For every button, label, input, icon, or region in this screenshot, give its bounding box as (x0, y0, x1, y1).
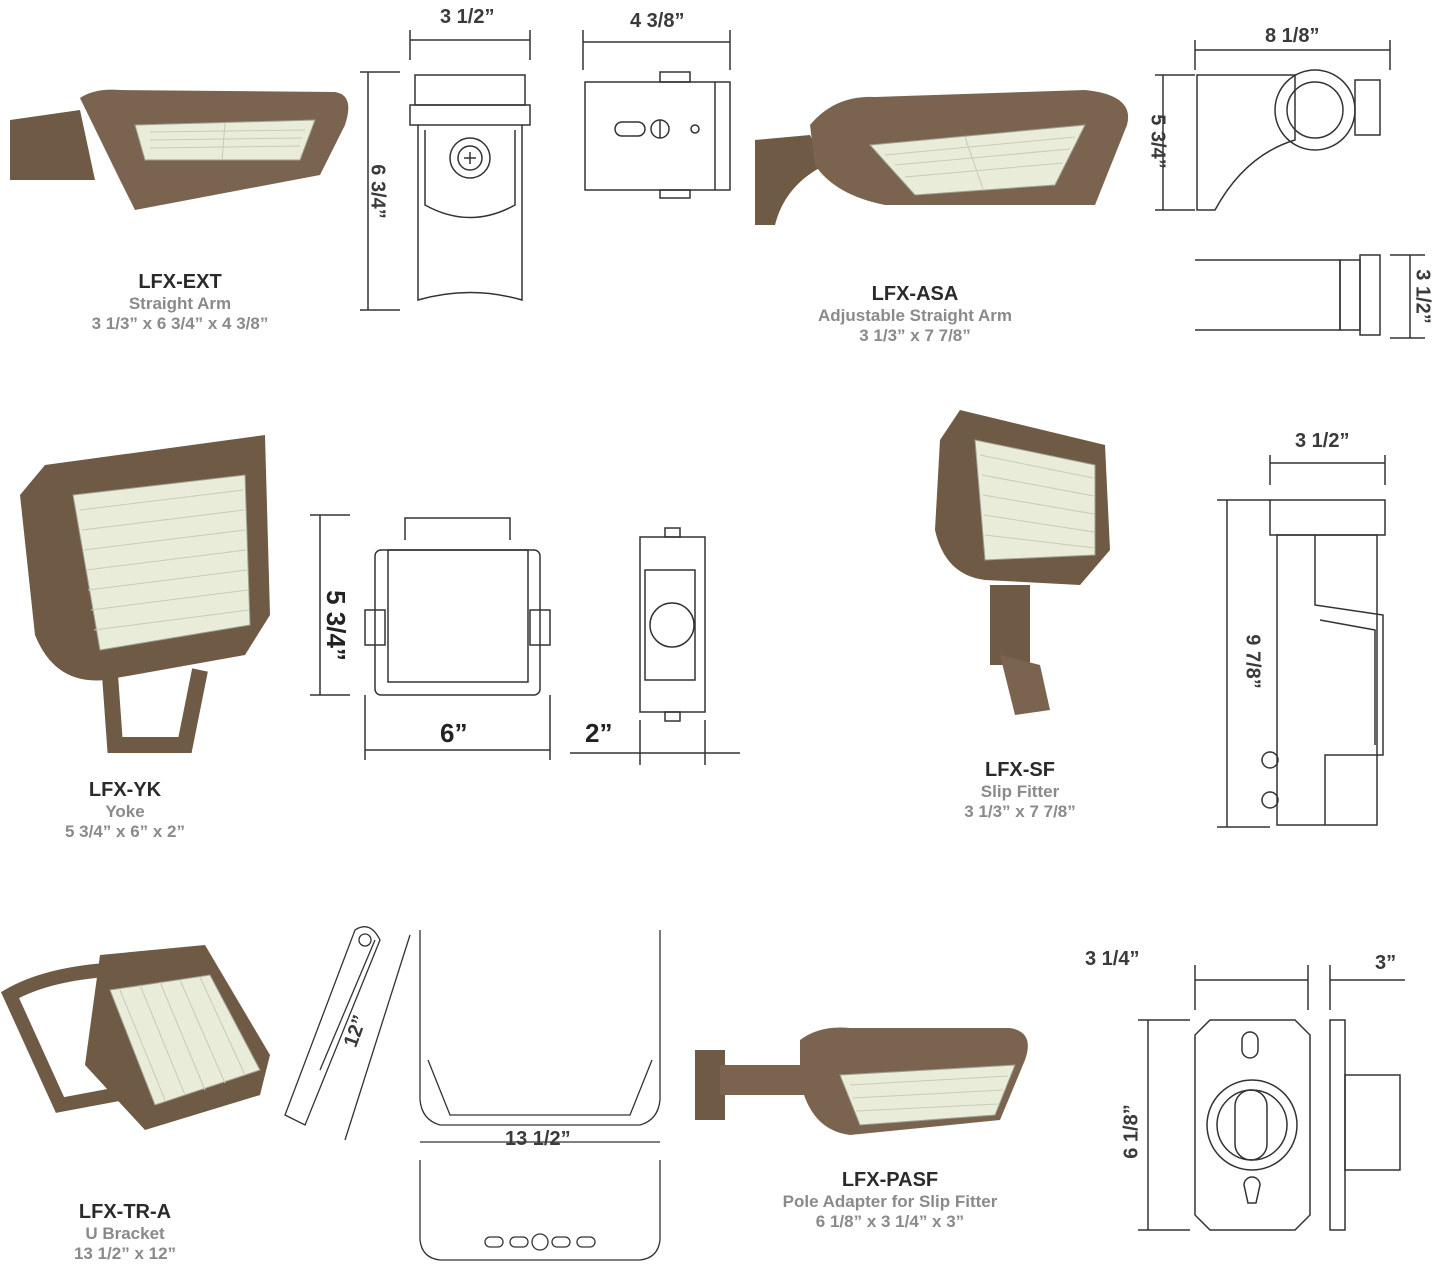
ext-depth-dim: 4 3/8” (630, 10, 685, 32)
lfx-tr-a-caption: LFX-TR-A U Bracket 13 1/2” x 12” (30, 1200, 220, 1264)
yk-height-dim: 5 3/4” (320, 590, 351, 661)
lfx-pasf-drawing (1138, 965, 1405, 1231)
lfx-yk-side-drawing (570, 527, 740, 765)
lfx-sf-caption: LFX-SF Slip Fitter 3 1/3” x 7 7/8” (920, 758, 1120, 822)
lfx-pasf-caption: LFX-PASF Pole Adapter for Slip Fitter 6 … (765, 1168, 1015, 1232)
lfx-ext-caption: LFX-EXT Straight Arm 3 1/3” x 6 3/4” x 4… (60, 270, 300, 334)
ext-width-dim: 3 1/2” (440, 6, 495, 28)
mount-size: 13 1/2” x 12” (73, 1244, 177, 1263)
model-name: LFX-SF (985, 759, 1055, 781)
yk-width-dim: 6” (440, 718, 468, 748)
lfx-tr-a-arm-drawing (284, 926, 411, 1141)
sf-width-dim: 3 1/2” (1295, 430, 1350, 452)
asa-depth-dim: 3 1/2” (1411, 269, 1434, 324)
mount-type: Straight Arm (128, 294, 232, 313)
model-name: LFX-TR-A (78, 1201, 172, 1223)
lfx-ext-fixture-image (10, 89, 349, 210)
mount-type: U Bracket (85, 1224, 165, 1243)
sf-height-dim: 9 7/8” (1241, 634, 1264, 689)
lfx-yk-front-drawing (310, 514, 551, 760)
lfx-asa-fixture-image (755, 90, 1129, 225)
yk-depth-dim: 2” (585, 718, 613, 748)
asa-width-dim: 8 1/8” (1265, 25, 1320, 47)
lfx-ext-side-drawing (582, 30, 731, 199)
tr-a-width-dim: 13 1/2” (505, 1128, 571, 1150)
pasf-depth-dim: 3” (1375, 952, 1397, 974)
mount-size: 3 1/3” x 6 3/4” x 4 3/8” (91, 314, 269, 333)
mount-type: Adjustable Straight Arm (818, 306, 1012, 325)
lfx-sf-drawing (1217, 455, 1386, 828)
model-name: LFX-ASA (871, 283, 959, 305)
mount-size: 5 3/4” x 6” x 2” (64, 822, 186, 841)
lfx-yk-fixture-image (20, 435, 270, 753)
lfx-tr-a-fixture-image (0, 945, 270, 1130)
lfx-asa-top-drawing (1155, 40, 1391, 211)
mount-size: 6 1/8” x 3 1/4” x 3” (815, 1212, 965, 1231)
mount-type: Pole Adapter for Slip Fitter (782, 1192, 998, 1211)
model-name: LFX-YK (88, 779, 162, 801)
lfx-tr-a-u-drawing (419, 930, 661, 1261)
lfx-asa-side-drawing (1195, 254, 1425, 339)
mount-type: Yoke (105, 802, 145, 821)
lfx-ext-front-drawing (360, 30, 531, 311)
mount-size: 3 1/3” x 7 7/8” (859, 326, 971, 345)
model-name: LFX-PASF (841, 1169, 939, 1191)
pasf-width-dim: 3 1/4” (1085, 948, 1140, 970)
lfx-sf-fixture-image (935, 410, 1110, 715)
mount-type: Slip Fitter (980, 782, 1060, 801)
lfx-pasf-fixture-image (695, 1027, 1028, 1135)
asa-height-dim: 5 3/4” (1146, 114, 1169, 169)
pasf-height-dim: 6 1/8” (1120, 1104, 1143, 1159)
model-name: LFX-EXT (138, 271, 222, 293)
ext-height-dim: 6 3/4” (366, 164, 389, 219)
lfx-yk-caption: LFX-YK Yoke 5 3/4” x 6” x 2” (10, 778, 240, 842)
mount-size: 3 1/3” x 7 7/8” (964, 802, 1076, 821)
lfx-asa-caption: LFX-ASA Adjustable Straight Arm 3 1/3” x… (780, 282, 1050, 346)
